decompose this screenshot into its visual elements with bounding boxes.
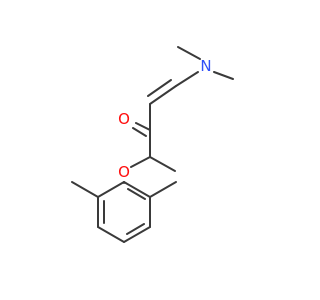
ring-bond-6 — [97, 181, 125, 198]
bond-c3-o-ketone-second — [132, 127, 147, 137]
molecule-canvas: N O O — [71, 46, 234, 243]
bond-methyl-n-left — [177, 46, 201, 60]
ring-bond-3 — [123, 226, 151, 243]
bond-c3-o-ketone — [135, 122, 151, 131]
ring-inner-bond-1 — [127, 188, 146, 200]
atom-nitrogen: N — [200, 57, 211, 75]
bond-ring-methyl-right — [149, 181, 177, 198]
bond-c1-c2 — [149, 85, 177, 105]
bond-c4-o-ether — [130, 156, 151, 168]
bond-n-c1 — [175, 71, 199, 87]
bond-ring-methyl-left — [71, 181, 99, 198]
ring-inner-bond-2 — [126, 223, 145, 235]
bond-c1-c2-second — [147, 79, 172, 97]
bond-n-methyl-right — [213, 71, 234, 80]
atom-oxygen-ether: O — [118, 163, 130, 181]
atom-oxygen-ketone: O — [118, 110, 130, 128]
molecule-structure: N O O — [71, 46, 234, 243]
ring-bond-1 — [123, 181, 151, 198]
ring-bond-4 — [97, 226, 125, 243]
bond-c4-methyl — [149, 156, 176, 172]
